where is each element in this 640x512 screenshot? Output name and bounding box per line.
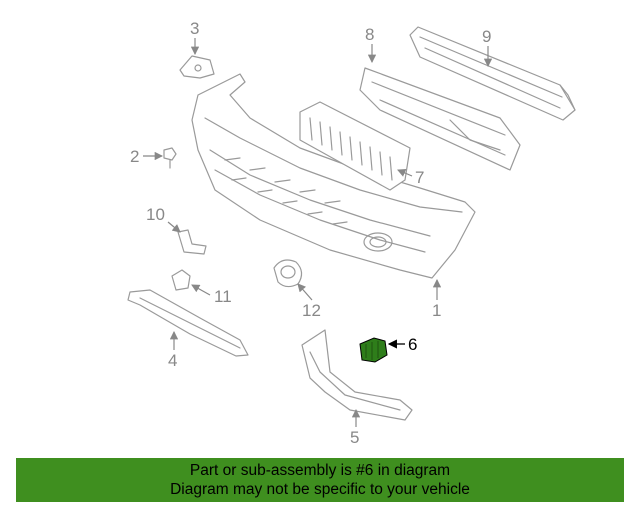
part-info-banner: Part or sub-assembly is #6 in diagram Di… [16,458,624,502]
part-10-bracket [167,221,207,255]
parts-diagram: 3 8 9 2 7 10 11 12 1 4 5 6 [127,19,576,447]
callout-11: 11 [214,287,232,306]
callout-12: 12 [302,301,321,320]
part-9-reinforcement [409,26,576,121]
part-1-bumper-cover [191,73,476,300]
callout-2: 2 [130,147,139,166]
callout-5: 5 [350,428,359,447]
callout-1: 1 [432,301,441,320]
part-3-bracket [179,38,215,79]
banner-line-1: Part or sub-assembly is #6 in diagram [189,462,451,479]
part-7-grille [299,101,413,191]
callout-10: 10 [146,205,165,224]
callout-3: 3 [190,19,199,38]
part-4-support [127,289,249,357]
callout-8: 8 [365,25,374,44]
part-6-bracket-highlighted[interactable] [359,337,405,363]
part-2-clip [143,147,177,169]
callout-4: 4 [168,351,177,370]
callout-7: 7 [415,168,424,187]
callout-9: 9 [482,27,491,46]
banner-line-2: Diagram may not be specific to your vehi… [170,481,470,498]
part-8-absorber [359,44,521,171]
part-5-reinforcement [301,329,413,427]
part-11-bracket [171,269,211,296]
callout-6[interactable]: 6 [408,335,417,354]
part-12-fog-cover [273,259,313,301]
